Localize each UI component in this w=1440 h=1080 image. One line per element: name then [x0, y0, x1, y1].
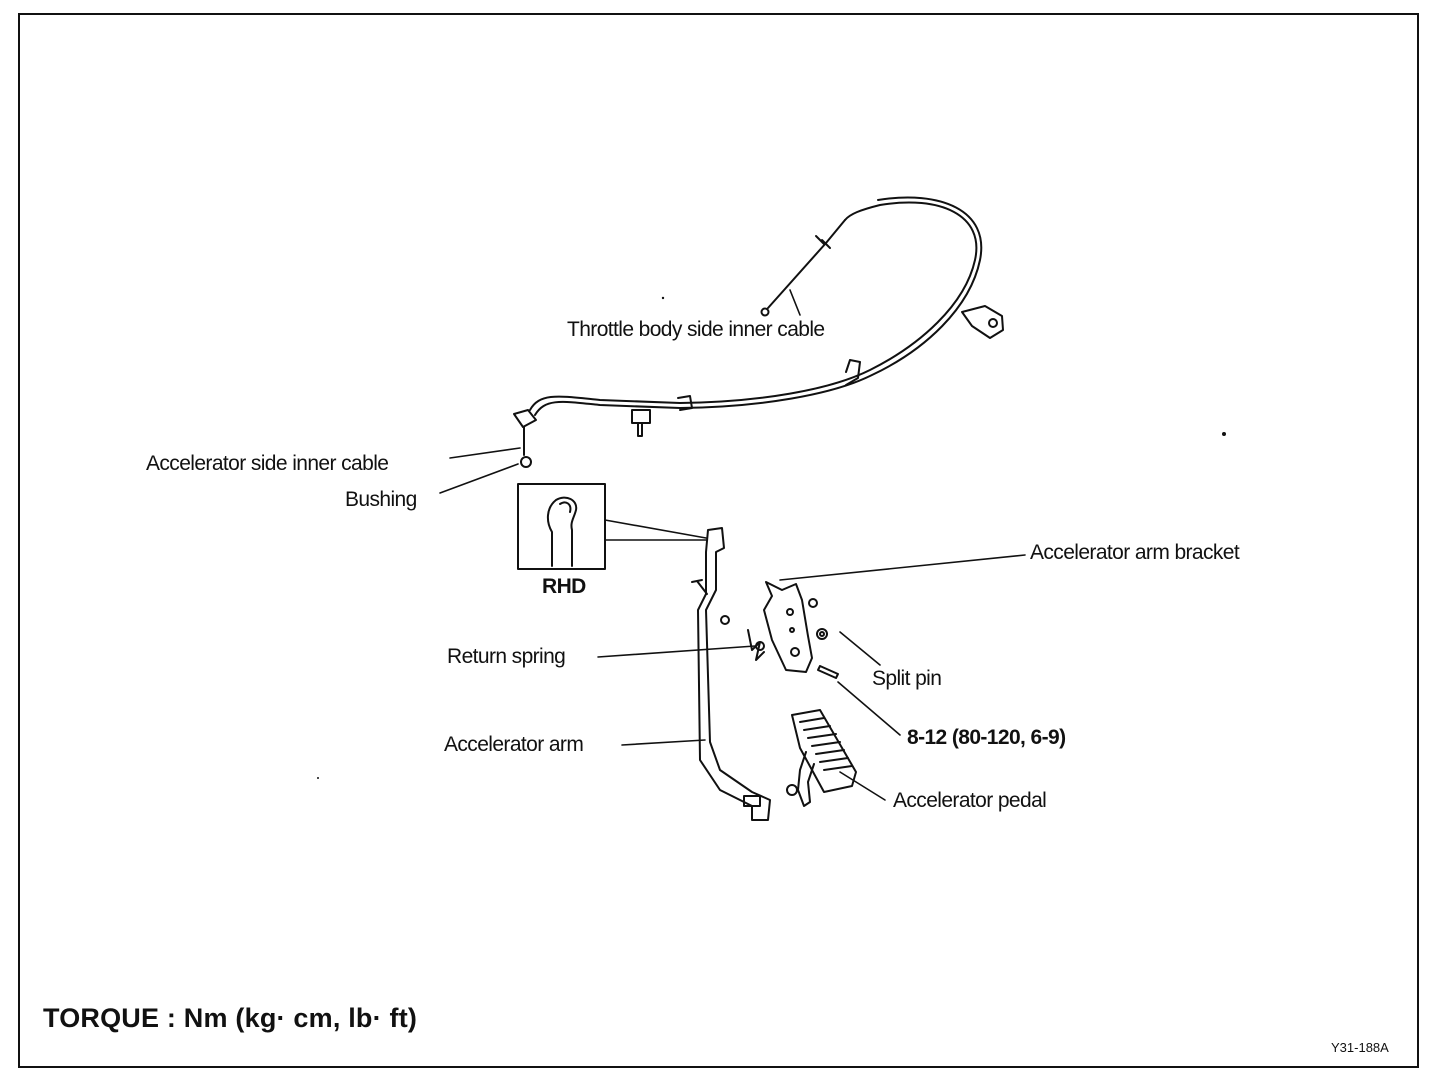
label-bushing: Bushing	[345, 488, 417, 511]
leader-lines	[439, 289, 1026, 801]
return-spring	[747, 629, 765, 661]
label-accelerator-arm-bracket: Accelerator arm bracket	[1030, 541, 1240, 564]
label-accelerator-arm: Accelerator arm	[444, 733, 584, 756]
accelerator-cable	[513, 196, 1004, 468]
label-split-pin: Split pin	[872, 667, 942, 690]
scan-specks	[317, 296, 1226, 779]
rhd-inset	[517, 483, 606, 570]
label-return-spring: Return spring	[447, 645, 566, 668]
label-torque-value: 8-12 (80-120, 6-9)	[907, 726, 1066, 749]
torque-units-note: TORQUE : Nm (kg· cm, lb· ft)	[43, 1003, 418, 1033]
accelerator-pedal	[786, 709, 857, 807]
accelerator-arm-bracket	[763, 581, 839, 679]
label-accelerator-side-inner-cable: Accelerator side inner cable	[146, 452, 389, 475]
label-throttle-body-side-inner-cable: Throttle body side inner cable	[567, 318, 825, 341]
label-rhd: RHD	[542, 575, 586, 598]
label-accelerator-pedal: Accelerator pedal	[893, 789, 1047, 812]
accelerator-arm	[691, 527, 771, 821]
figure-frame	[18, 13, 1419, 1068]
figure-id: Y31-188A	[1331, 1040, 1389, 1055]
